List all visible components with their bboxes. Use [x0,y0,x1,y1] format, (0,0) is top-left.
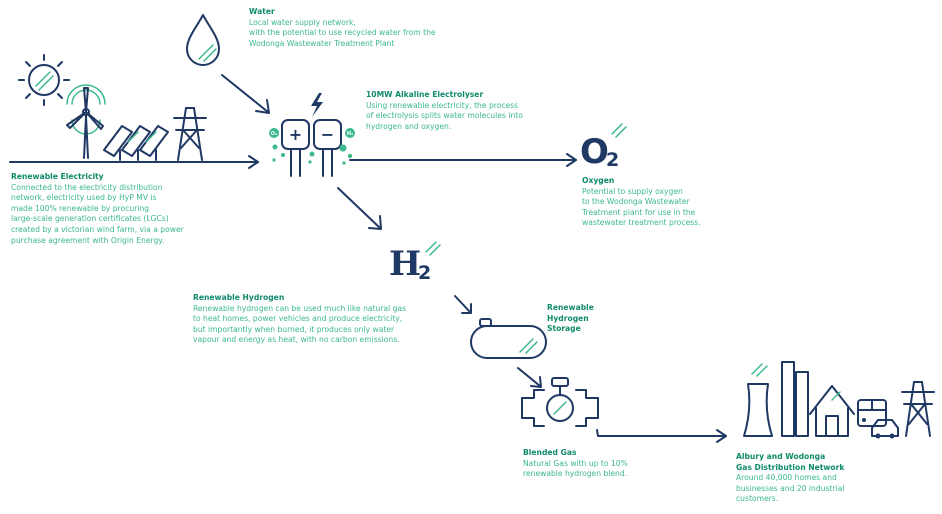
transmission-tower-icon [173,107,207,161]
hydrogen-subscript: 2 [418,262,431,284]
arrow-electrolyser-to-hydrogen [337,187,382,230]
network-body: Around 40,000 homes and businesses and 2… [736,473,845,504]
hydrogen-title: Renewable Hydrogen [193,293,285,302]
arrow-storage-to-blended [517,367,542,388]
car-icon [871,419,899,439]
o2-label-small: O₂ [271,131,277,137]
factory-icon [781,361,809,437]
electrolyser-body: Using renewable electricity, the process… [366,100,523,131]
hydrogen-body: Renewable hydrogen can be used much like… [193,303,407,345]
water-body: Local water supply network, with the pot… [249,17,436,48]
bus-icon [857,399,887,427]
arrow-electricity-to-electrolyser [9,155,259,169]
oxygen-subscript: 2 [606,149,619,171]
flow-arrows [9,74,727,443]
wind-turbine-icon [66,84,106,159]
blended-text: Blended Gas Natural Gas with up to 10% r… [523,448,693,480]
arrow-hydrogen-to-storage [454,295,472,314]
storage-tank-icon [470,318,547,359]
arrow-blended-to-network [596,429,727,443]
plus-sign: + [289,125,302,144]
water-text: Water Local water supply network, with t… [249,7,489,49]
network-text: Albury and Wodonga Gas Distribution Netw… [736,452,916,505]
electricity-text: Renewable Electricity Connected to the e… [11,172,251,246]
electrolyser-text: 10MW Alkaline Electrolyser Using renewab… [366,90,576,132]
solar-panel-icon [103,125,169,161]
sun-icon [18,54,70,106]
cooling-tower-icon [743,363,773,437]
oxygen-o2-icon: O 2 [580,123,627,172]
water-drop-icon [186,14,220,66]
oxygen-body: Potential to supply oxygen to the Wodong… [582,186,701,228]
transmission-tower-icon [901,381,935,437]
oxygen-text: Oxygen Potential to supply oxygen to the… [582,176,762,229]
house-icon [809,385,855,437]
arrow-electrolyser-to-oxygen [349,153,577,167]
minus-sign: − [321,125,334,144]
blended-title: Blended Gas [523,448,577,457]
h2-label-small: H₂ [347,131,353,137]
hydrogen-h2-icon: H 2 [389,241,441,284]
electrolyser-title: 10MW Alkaline Electrolyser [366,90,484,99]
storage-title: Renewable Hydrogen Storage [547,303,594,334]
oxygen-title: Oxygen [582,176,615,185]
lightning-icon [311,93,323,117]
water-title: Water [249,7,275,16]
valve-icon [521,377,599,427]
hydrogen-symbol: H [389,244,421,284]
electricity-title: Renewable Electricity [11,172,104,181]
arrow-water-to-electrolyser [221,74,270,114]
hydrogen-text: Renewable Hydrogen Renewable hydrogen ca… [193,293,463,346]
oxygen-symbol: O [580,132,609,172]
storage-text: Renewable Hydrogen Storage [547,303,627,335]
network-title: Albury and Wodonga Gas Distribution Netw… [736,452,845,472]
electrolyser-icon: + − O₂ H₂ [269,119,355,177]
electricity-body: Connected to the electricity distributio… [11,182,184,245]
blended-body: Natural Gas with up to 10% renewable hyd… [523,458,628,479]
